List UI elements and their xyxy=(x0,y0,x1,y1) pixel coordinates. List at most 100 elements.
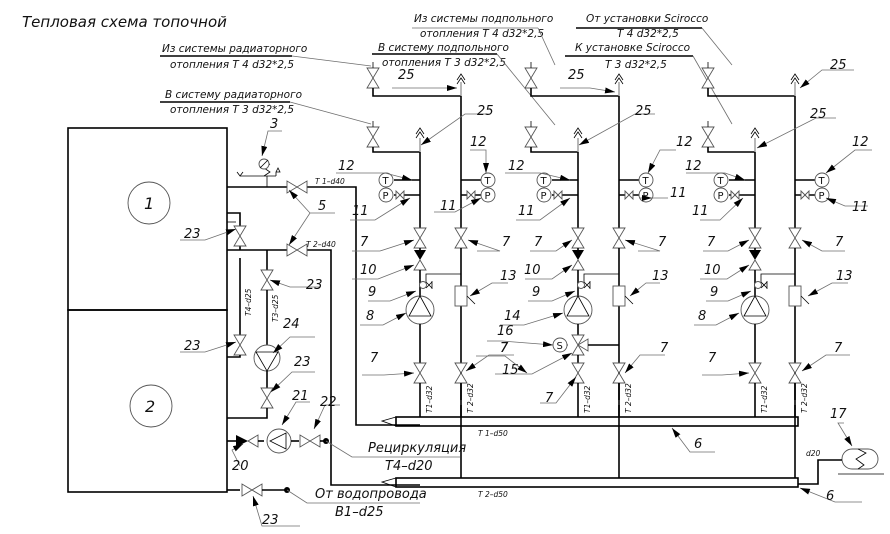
check-valve-10 xyxy=(413,249,427,271)
pipe-label-t2-d32: Т 2–d32 xyxy=(800,383,809,413)
safety-group xyxy=(236,158,281,187)
pipe-label-t1-d32: Т1–d32 xyxy=(583,385,592,413)
position-number: 10 xyxy=(524,263,541,278)
pipe-label-t4-d25: Т4–d25 xyxy=(244,288,253,316)
three-way-valve-15 xyxy=(571,334,589,356)
manometer-label: P xyxy=(718,191,724,202)
manometer-label: P xyxy=(643,191,649,202)
thermometer xyxy=(814,172,830,188)
position-callout-20: 20 xyxy=(231,443,249,474)
position-number: 7 xyxy=(545,391,554,406)
outlet-valve-supply xyxy=(366,126,380,148)
boiler-2-body xyxy=(67,309,228,493)
position-number: 23 xyxy=(294,355,311,370)
boiler-2-number: 2 xyxy=(145,397,155,416)
position-callout-6: 6 xyxy=(799,487,862,504)
valve-7-return-bottom xyxy=(612,362,626,384)
circulation-pump-14 xyxy=(563,295,593,325)
position-number: 7 xyxy=(360,235,369,250)
position-number: 7 xyxy=(835,235,844,250)
position-number: 25 xyxy=(568,68,585,83)
caption-scirocco-return: От установки Scirocco Т 4 d32*2,5 xyxy=(576,13,733,66)
manometer xyxy=(536,187,552,203)
manometer-label: P xyxy=(485,191,491,202)
valve-23-middle xyxy=(233,334,247,356)
position-number: 11 xyxy=(670,186,687,201)
position-callout-25: 25 xyxy=(392,68,457,91)
position-number: 14 xyxy=(504,309,521,324)
air-vent-supply xyxy=(573,127,583,139)
position-number: 7 xyxy=(708,351,717,366)
position-number: 13 xyxy=(652,269,669,284)
position-callout-12: 12 xyxy=(647,135,693,174)
position-number: 12 xyxy=(852,135,869,150)
position-number: 25 xyxy=(398,68,415,83)
position-number: 5 xyxy=(318,199,326,214)
position-callout-11: 11 xyxy=(434,197,482,214)
check-valve-10 xyxy=(571,249,585,271)
position-callout-5: 5 xyxy=(288,189,335,214)
position-number: 11 xyxy=(518,204,535,219)
position-number: 25 xyxy=(635,104,652,119)
position-callout-24: 24 xyxy=(272,317,315,354)
position-number: 20 xyxy=(232,459,249,474)
position-number: 7 xyxy=(500,341,509,356)
position-number: 17 xyxy=(830,407,847,422)
position-callout-12: 12 xyxy=(505,159,571,181)
position-callout-8: 8 xyxy=(360,309,407,326)
manometer-label: P xyxy=(383,191,389,202)
position-number: 7 xyxy=(370,351,379,366)
position-number: 23 xyxy=(306,278,323,293)
position-number: 12 xyxy=(470,135,487,150)
shutoff-valve-t2-d40 xyxy=(286,243,308,257)
position-callout-23: 23 xyxy=(269,278,323,293)
position-callout-10: 10 xyxy=(352,263,415,280)
valve-7-return-top xyxy=(612,227,626,249)
thermometer-label: T xyxy=(484,176,492,187)
position-number: 7 xyxy=(658,235,667,250)
position-number: 11 xyxy=(852,200,869,215)
svg-text:отопления Т 3 d32*2,5: отопления Т 3 d32*2,5 xyxy=(382,57,506,69)
position-callout-7: 7 xyxy=(467,235,511,252)
position-number: 25 xyxy=(477,104,494,119)
inlet-valve-return xyxy=(366,67,380,89)
position-callout-7: 7 xyxy=(624,341,669,374)
regulator-13 xyxy=(612,285,626,307)
regulator-13 xyxy=(788,285,802,307)
svg-text:В систему радиаторного: В систему радиаторного xyxy=(165,89,302,101)
manometer-label: P xyxy=(541,191,547,202)
position-callout-9: 9 xyxy=(368,285,417,302)
position-callout-11: 11 xyxy=(692,197,744,221)
position-callout-10: 10 xyxy=(524,263,573,280)
pipe-label-t1-d32: Т1–d32 xyxy=(425,385,434,413)
svg-text:отопления Т 4 d32*2,5: отопления Т 4 d32*2,5 xyxy=(170,59,294,71)
thermometer-label: T xyxy=(818,176,826,187)
valve-23-water-inlet xyxy=(241,483,263,497)
position-number: 10 xyxy=(704,263,721,278)
pipe-label-t1-d32: Т1–d32 xyxy=(760,385,769,413)
position-callout-12: 12 xyxy=(336,159,413,181)
pipe-label-t2-d32: Т 2–d32 xyxy=(624,383,633,413)
position-callout-7: 7 xyxy=(801,341,850,372)
position-number: 7 xyxy=(502,235,511,250)
position-callout-22: 22 xyxy=(313,395,340,430)
inlet-valve-return xyxy=(701,67,715,89)
position-number: 23 xyxy=(184,339,201,354)
valve-23-lower xyxy=(260,387,274,409)
svg-text:Рециркуляция: Рециркуляция xyxy=(368,441,466,456)
air-vent-9 xyxy=(754,281,762,289)
boiler-1-number: 1 xyxy=(144,194,154,213)
position-callout-13: 13 xyxy=(469,269,517,297)
position-number: 11 xyxy=(352,204,369,219)
pipe-label-t1-d40: Т 1–d40 xyxy=(315,177,345,186)
position-callout-25: 25 xyxy=(756,107,836,149)
position-callout-9: 9 xyxy=(706,285,752,302)
position-callout-6: 6 xyxy=(671,427,715,453)
position-number: 6 xyxy=(694,437,702,452)
position-number: 8 xyxy=(698,309,706,324)
position-number: 15 xyxy=(502,363,519,378)
position-number: 10 xyxy=(360,263,377,278)
return-collector-t2-d50 xyxy=(395,477,799,488)
